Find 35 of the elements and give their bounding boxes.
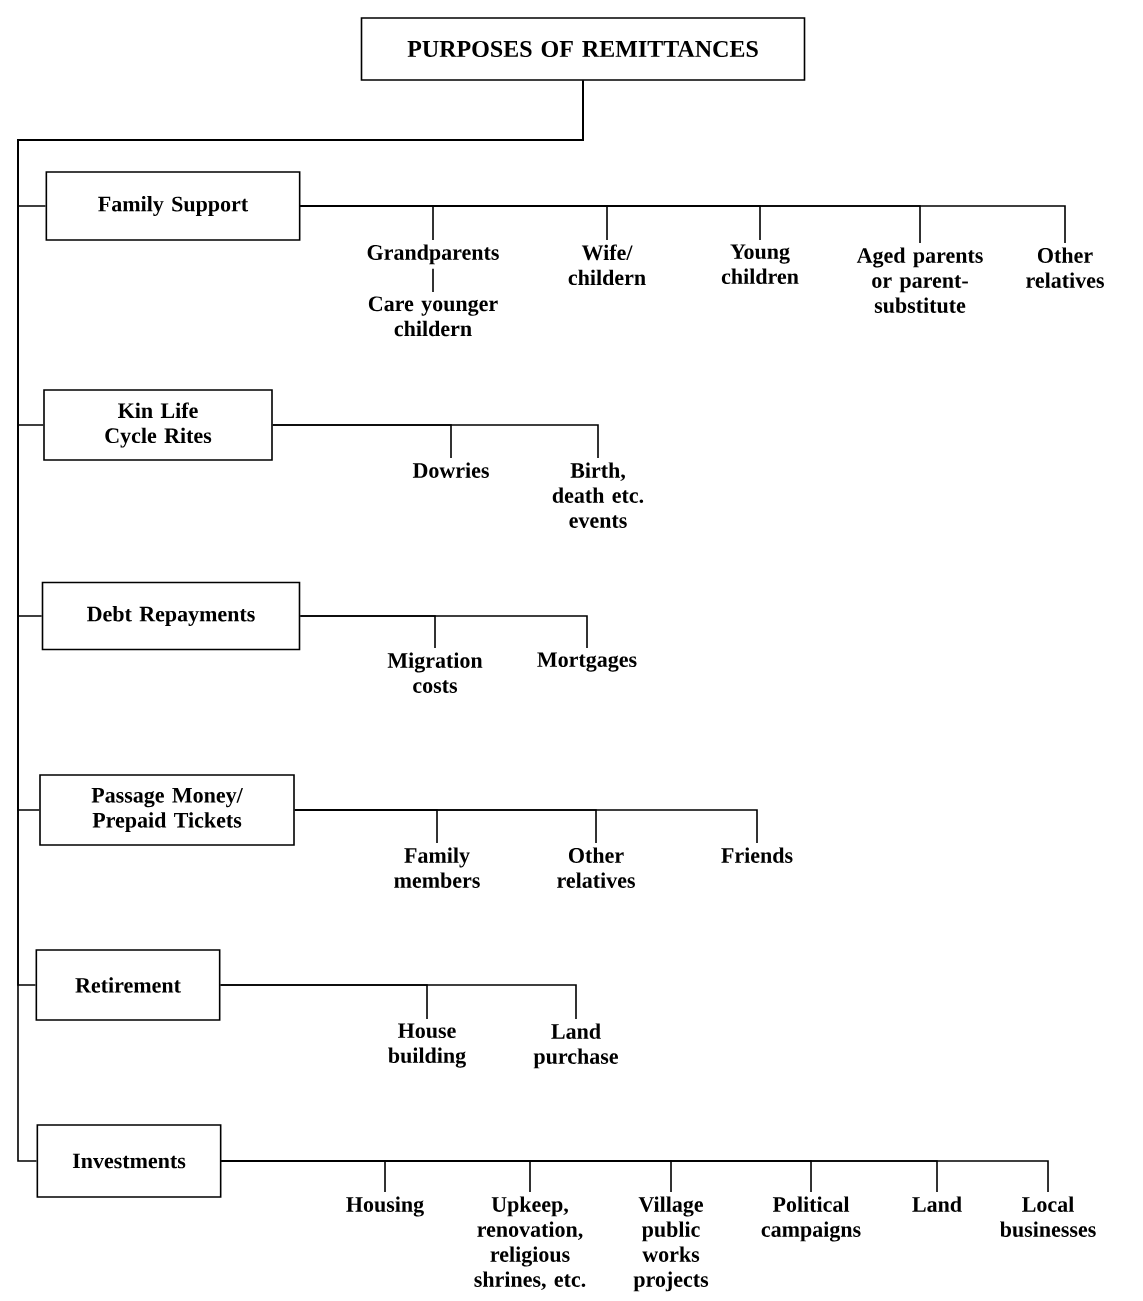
item-label: Local businesses: [1000, 1196, 1096, 1237]
item-label: Other relatives: [557, 847, 635, 888]
title-box: PURPOSES OF REMITTANCES: [360, 17, 806, 81]
item-label: Village public works projects: [633, 1196, 709, 1292]
item-label: Housing: [346, 1196, 424, 1217]
item-label: Young children: [721, 244, 799, 285]
item-label: Land: [912, 1196, 962, 1212]
item-label: Other relatives: [1026, 247, 1104, 288]
connector-line: [17, 80, 584, 1162]
item-label: Wife/ childern: [568, 244, 646, 286]
item-label: Political campaigns: [761, 1196, 861, 1242]
item-label: Migration costs: [387, 652, 483, 693]
item-label: Grandparents: [367, 244, 499, 265]
connector-line: [294, 809, 758, 844]
category-box: Family Support: [45, 171, 301, 241]
item-label: Aged parents or parent-substitute: [856, 247, 983, 313]
connector-line: [299, 615, 588, 649]
connector-line: [432, 267, 434, 293]
item-label: Mortgages: [537, 652, 637, 672]
category-box: Debt Repayments: [41, 581, 301, 651]
item-label: Family members: [394, 847, 480, 888]
category-box: Retirement: [35, 949, 221, 1021]
connector-line: [219, 984, 577, 1020]
item-label: Dowries: [412, 462, 489, 478]
item-label: Birth, death etc. events: [552, 462, 644, 528]
item-label: Land purchase: [533, 1023, 618, 1069]
item-label: House building: [388, 1023, 466, 1068]
item-label: Care younger childern: [368, 296, 498, 337]
item-label: Upkeep, renovation, religious shrines, etc.: [474, 1196, 586, 1291]
item-label: Friends: [721, 847, 793, 863]
connector-line: [299, 205, 1066, 244]
connector-line: [272, 424, 599, 459]
category-box: Passage Money/ Prepaid Tickets: [39, 774, 295, 846]
category-box: Investments: [36, 1124, 222, 1198]
category-box: Kin Life Cycle Rites: [43, 389, 273, 461]
